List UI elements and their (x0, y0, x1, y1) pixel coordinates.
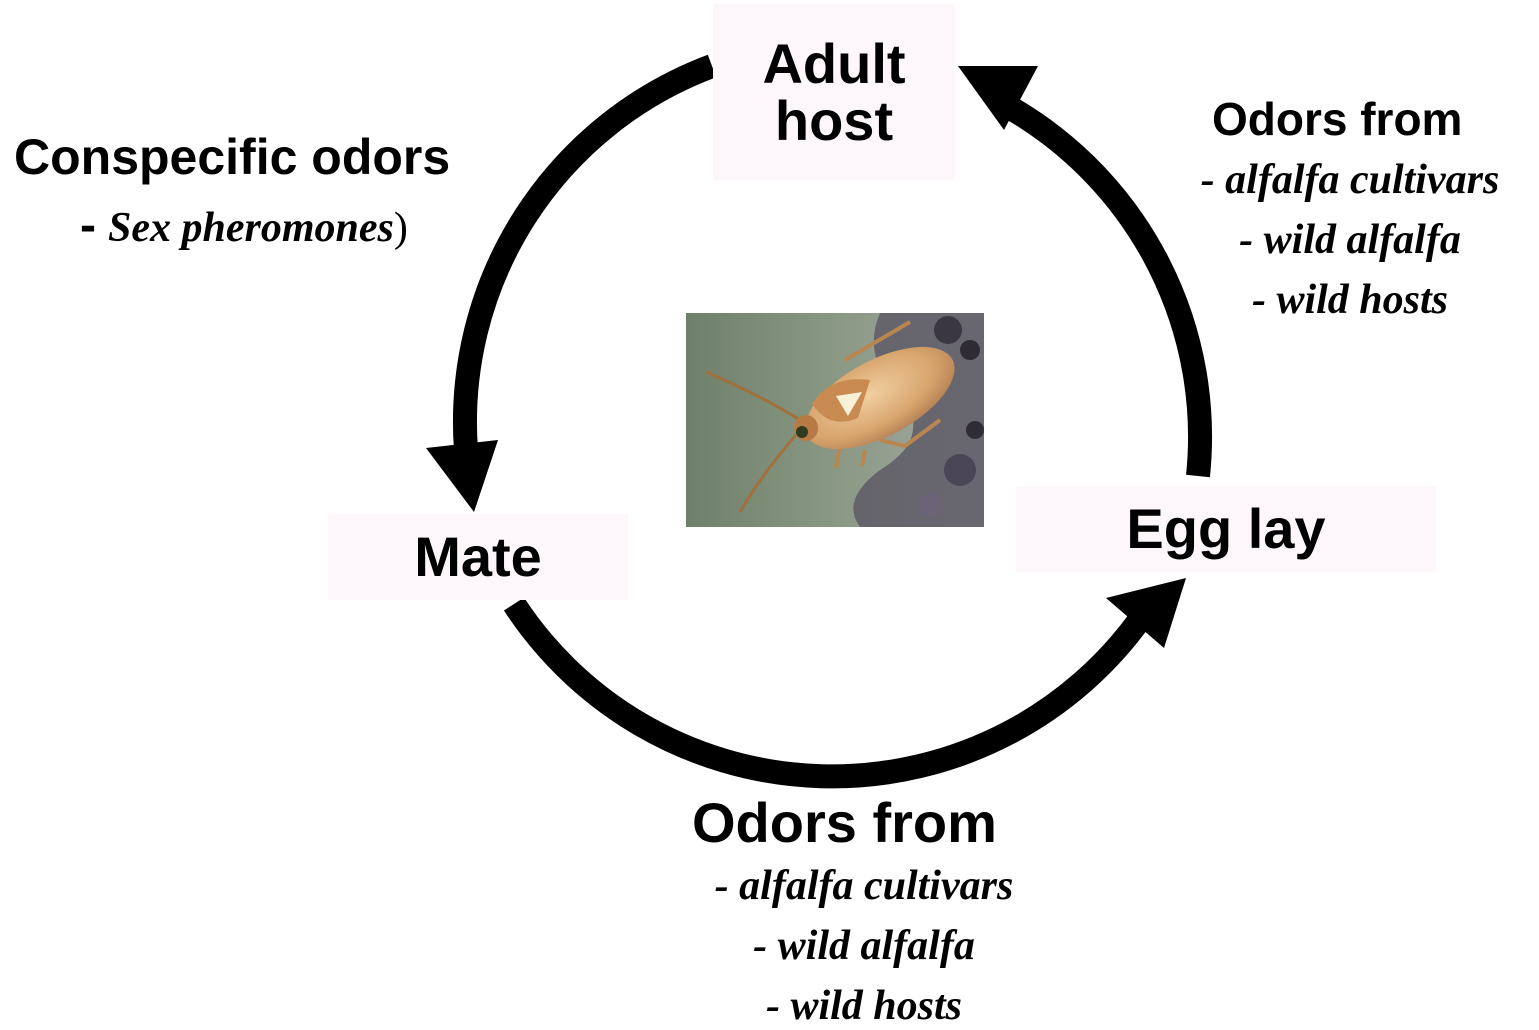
bottom-odor-item: - alfalfa cultivars (634, 862, 1094, 910)
stage-adult-host-line1: Adult (762, 35, 905, 92)
bottom-odor-item: - wild hosts (634, 982, 1094, 1030)
conspecific-dash: - (80, 199, 96, 252)
right-odor-item: - alfalfa cultivars (1140, 156, 1539, 204)
right-odors-heading: Odors from (1212, 92, 1462, 146)
stage-adult-host: Adult host (713, 4, 955, 180)
arc-mate-to-egg (514, 604, 1138, 776)
bottom-odor-item: - wild alfalfa (634, 922, 1094, 970)
stage-mate: Mate (328, 514, 628, 600)
stage-adult-host-line2: host (775, 92, 893, 149)
stage-egg-lay: Egg lay (1016, 486, 1436, 572)
closing-paren: ) (394, 205, 408, 251)
sex-pheromones-label: Sex pheromones (108, 205, 394, 251)
arrowhead-down-icon (426, 440, 498, 512)
lygus-bug-photo (686, 313, 984, 527)
right-odor-item: - wild alfalfa (1140, 216, 1539, 264)
stage-mate-label: Mate (414, 528, 542, 585)
conspecific-odors-item: -Sex pheromones) (80, 198, 408, 253)
stage-egg-lay-label: Egg lay (1126, 500, 1325, 557)
bottom-odors-heading: Odors from (692, 790, 997, 855)
arc-adult-to-mate (465, 66, 712, 450)
right-odor-item: - wild hosts (1140, 276, 1539, 324)
conspecific-odors-heading: Conspecific odors (14, 128, 450, 186)
